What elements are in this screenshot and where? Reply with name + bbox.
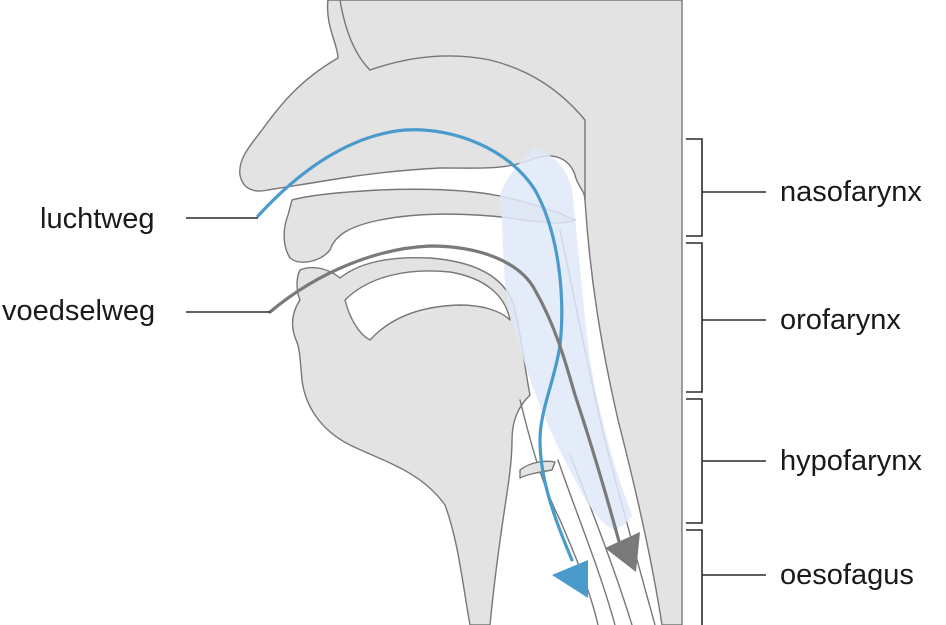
epiglottis	[519, 460, 556, 479]
bracket-hypofarynx	[686, 398, 703, 524]
label-oesofagus: oesofagus	[780, 559, 914, 591]
oesophagus-wall-1	[557, 459, 616, 625]
label-orofarynx: orofarynx	[780, 304, 901, 336]
pharynx-highlight	[500, 148, 632, 530]
tongue-and-jaw	[291, 256, 531, 625]
label-hypofarynx: hypofarynx	[780, 445, 922, 477]
bracket-orofarynx	[686, 242, 703, 393]
bracket-nasofarynx	[686, 138, 703, 237]
label-luchtweg: luchtweg	[40, 203, 154, 235]
airway-arrowhead	[552, 560, 588, 598]
nose	[239, 0, 586, 201]
label-nasofarynx: nasofarynx	[780, 176, 922, 208]
foodway-arrowhead	[605, 532, 640, 572]
bracket-oesofagus	[686, 529, 703, 625]
airway-path	[256, 128, 574, 562]
pharynx-wall-front	[519, 399, 599, 625]
oral-cavity	[344, 270, 511, 341]
label-voedselweg: voedselweg	[2, 295, 155, 327]
foodway-path	[268, 244, 622, 547]
